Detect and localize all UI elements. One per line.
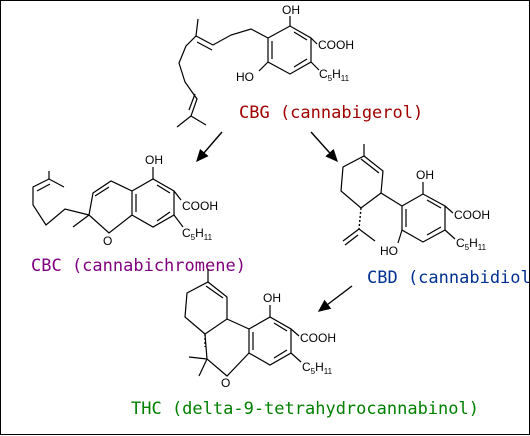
cbc-oh-label: OH xyxy=(145,153,163,167)
thc-o-label: O xyxy=(221,376,230,390)
cbg-label: CBG (cannabigerol) xyxy=(239,103,423,123)
cbd-ho-label: HO xyxy=(380,244,398,258)
cbc-c5h11-label: C5H11 xyxy=(182,226,213,242)
cbg-c5h11-label: C5H11 xyxy=(319,67,350,83)
cbg-ho-label: HO xyxy=(236,70,254,84)
thc-cooh-label: COOH xyxy=(300,331,336,345)
cbg-structure: OH COOH C5H11 HO xyxy=(176,3,354,128)
cbd-oh-label: OH xyxy=(416,168,434,182)
thc-oh-label: OH xyxy=(263,291,281,305)
cbc-o-label: O xyxy=(103,234,112,248)
thc-label: THC (delta-9-tetrahydrocannabinol) xyxy=(131,399,479,419)
cbg-cooh-label: COOH xyxy=(318,38,354,52)
arrow-cbg-to-cbc xyxy=(196,131,223,163)
thc-structure: OH COOH C5H11 O xyxy=(184,269,336,390)
arrow-cbg-to-cbd xyxy=(310,131,338,163)
cbc-structure: OH COOH C5H11 O xyxy=(32,153,218,248)
cbd-structure: OH COOH C5H11 HO xyxy=(340,144,490,258)
arrow-cbd-to-thc xyxy=(317,285,353,312)
cbg-oh-label: OH xyxy=(282,3,300,17)
cbc-cooh-label: COOH xyxy=(182,199,218,213)
cbd-label: CBD (cannabidiol) xyxy=(367,268,530,288)
cbd-c5h11-label: C5H11 xyxy=(456,236,487,252)
cbd-cooh-label: COOH xyxy=(454,208,490,222)
thc-c5h11-label: C5H11 xyxy=(302,360,333,376)
cbc-label: CBC (cannabichromene) xyxy=(31,256,246,276)
